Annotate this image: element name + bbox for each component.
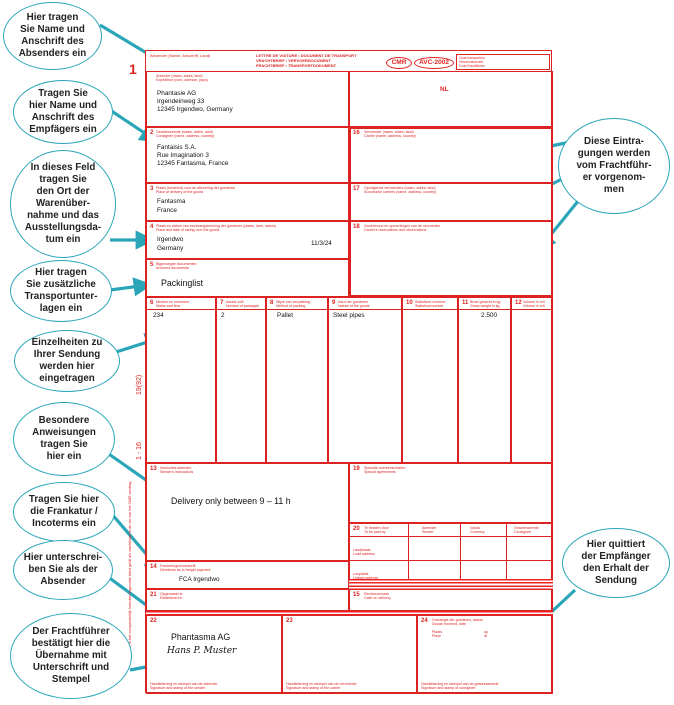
- side-number-1: 19(92): [136, 374, 143, 395]
- delivery-place: Fantasma: [157, 198, 186, 205]
- callout-consignee-receipt: Hier quittiert der Empfänger den Erhalt …: [562, 528, 670, 598]
- sender-street: Irgendeinweg 33: [157, 98, 205, 105]
- goods-nature: Steel pipes: [333, 312, 365, 319]
- callout-place-of-taking: In dieses Feld tragen Sie den Ort der Wa…: [10, 150, 116, 258]
- box-19-special-agreements: 19 Speciale overeenkomsten Special agree…: [349, 463, 553, 523]
- copy-number: 1: [129, 61, 137, 77]
- callout-sender: Hier tragen Sie Name und Anschrift des A…: [3, 2, 102, 70]
- documents-value: Packinglist: [161, 278, 204, 288]
- box-20-payment: 20 Te betalen door To be paid by Afzende…: [349, 523, 553, 589]
- side-legal-note: De in het oorspronkelijk formulier ingev…: [128, 481, 132, 650]
- avc-logo: AVC-2002: [414, 57, 454, 69]
- goods-packages: 2: [221, 312, 225, 319]
- box-17-successive-carriers: 17 Opvolgende vervoerders (naam, adres, …: [349, 183, 553, 221]
- callout-documents: Hier tragen Sie zusätzliche Transportunt…: [10, 260, 112, 322]
- side-number-2: 1 - 16: [136, 442, 143, 460]
- callout-details: Einzelheiten zu Ihrer Sendung werden hie…: [14, 330, 120, 392]
- cmr-logo: CMR: [386, 57, 412, 69]
- cmr-form: 1 Absender (Name, Anschrift, Land) LETTR…: [129, 50, 553, 694]
- arrow-documents: [109, 277, 153, 297]
- goods-header-line: [146, 309, 553, 310]
- goods-marks: 234: [153, 312, 164, 319]
- payment-consignee-label: Geadresseerde Consignee: [514, 526, 539, 534]
- box-23-carrier-signature: 23 Handtekening en stempel van de vervoe…: [282, 615, 417, 694]
- box-2-consignee: 2 Geadresseerde (naam, adres, land) Cons…: [146, 127, 349, 183]
- box-13-instructions: 13 Instructies afzender Sender's instruc…: [146, 463, 349, 561]
- sender-signature: Hans P. Muster: [167, 646, 237, 656]
- loading-address-label: Laadplaats Load address: [353, 548, 375, 556]
- callout-instructions: Besondere Anweisungen tragen Sie hier ei…: [13, 402, 115, 476]
- instructions-value: Delivery only between 9 – 11 h: [171, 496, 291, 506]
- box-15-cash-on-delivery: 15 Rembours/cash Cash on delivery: [349, 589, 553, 611]
- callout-freight: Tragen Sie hier die Frankatur / Incoterm…: [13, 482, 115, 542]
- box-22-sender-signature: 22 Phantasma AG Hans P. Muster Handteken…: [146, 615, 282, 694]
- callout-carrier-confirm: Der Frachtführer bestätigt hier die Über…: [10, 613, 132, 699]
- taking-over-country: Germany: [157, 245, 184, 252]
- box-4-taking-over: 4 Plaats en datum van inontvangstneming …: [146, 221, 349, 259]
- legal-notice: NL: [349, 71, 553, 127]
- box-24-consignee-receipt: 24 Ontvangst der goederen, datum Goods r…: [417, 615, 553, 694]
- hatched-band-lower: [146, 611, 553, 615]
- callout-carrier-entries: Diese Eintra- gungen werden vom Frachtfü…: [558, 118, 670, 214]
- document-title: LETTRE DE VOITURE • DOCUMENT DE TRANSPOR…: [256, 53, 357, 68]
- payment-sender-label: Afzender Sender: [422, 526, 437, 534]
- consignee-street: Rue Imagination 3: [157, 152, 209, 159]
- callout-consignee: Tragen Sie hier Name und Anschrift des E…: [13, 80, 113, 144]
- delivery-country: France: [157, 207, 177, 214]
- callout-sign-sender: Hier unterschrei- ben Sie als der Absend…: [13, 540, 113, 600]
- box-18-reservations: 18 Voorbehoud en opmerkingen van de verv…: [349, 221, 553, 297]
- box-1-sender: Afzender (naam, adres, land) Expéditeur …: [146, 71, 349, 127]
- goods-packing: Pallet: [277, 312, 293, 319]
- hatched-band-upper: [349, 579, 553, 589]
- taking-over-date: 11/3/24: [311, 240, 332, 247]
- sender-city: 12345 Irgendwo, Germany: [157, 106, 233, 113]
- box-16-carrier: 16 Vervoerder (naam, adres, land) Carrie…: [349, 127, 553, 183]
- unloading-address-label: Losplaats Unload address: [353, 572, 379, 580]
- consignee-name: Fantaisis S.A.: [157, 144, 197, 151]
- box-3-delivery: 3 Plaats (bestemd) voor de aflevering de…: [146, 183, 349, 221]
- payment-currency-label: Valuta Currency: [470, 526, 485, 534]
- receipt-at-label: op at: [484, 630, 488, 638]
- sender-name: Phantasie AG: [157, 90, 197, 97]
- freight-terms-value: FCA Irgendwo: [179, 576, 220, 583]
- box-21-established: 21 Opgemaakt te Established in: [146, 589, 349, 611]
- box-14-freight-terms: 14 Frankeringsvoorschrift Directions as …: [146, 561, 349, 589]
- sender-company: Phantasma AG: [171, 632, 231, 642]
- country-code: NL: [440, 86, 449, 93]
- sender-header-label: Absender (Name, Anschrift, Land): [150, 53, 211, 58]
- taking-over-place: Irgendwo: [157, 236, 184, 243]
- consignee-city: 12345 Fantasma, France: [157, 160, 229, 167]
- goods-weight: 2.500: [481, 312, 497, 319]
- receipt-place-label: Plaats Place: [432, 630, 442, 638]
- carrier-code-box: Code transporteur Vervoerderscode Code F…: [456, 54, 550, 70]
- box-5-documents: 5 Bijgevoegde documenten Annexed documen…: [146, 259, 349, 297]
